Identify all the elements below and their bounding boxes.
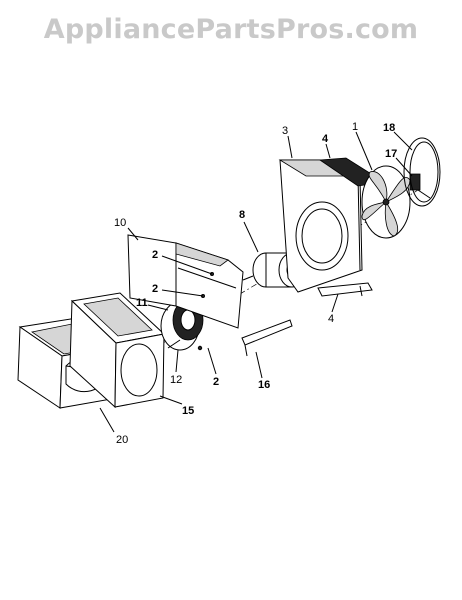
part-10-partition bbox=[127, 234, 244, 329]
part-15-front-cabinet bbox=[69, 292, 166, 409]
callout-4-upper: 4 bbox=[322, 133, 329, 145]
callout-2-upper: 2 bbox=[152, 249, 158, 261]
watermark-text: AppliancePartsPros.com bbox=[43, 14, 419, 45]
leader-lines bbox=[99, 131, 413, 433]
part-1-condenser-fan bbox=[361, 165, 411, 239]
part-4-lower-strip bbox=[317, 282, 373, 297]
callout-11: 11 bbox=[136, 297, 148, 309]
callout-labels: 3 4 1 18 17 8 10 2 2 11 4 12 2 16 15 20 bbox=[114, 121, 397, 446]
callout-20: 20 bbox=[116, 434, 128, 446]
callout-8: 8 bbox=[239, 209, 245, 221]
callout-2-lower: 2 bbox=[213, 376, 219, 388]
fasteners bbox=[197, 345, 203, 351]
callout-15: 15 bbox=[182, 405, 194, 417]
callout-17: 17 bbox=[385, 148, 397, 160]
callout-4-lower: 4 bbox=[328, 313, 334, 325]
part-18-slinger-ring bbox=[403, 137, 441, 207]
callout-2-middle: 2 bbox=[152, 283, 158, 295]
part-17-fan-clip bbox=[409, 173, 431, 199]
callout-12: 12 bbox=[170, 374, 182, 386]
part-16-bracket bbox=[241, 319, 293, 357]
callout-10: 10 bbox=[114, 217, 126, 229]
callout-16: 16 bbox=[258, 379, 270, 391]
callout-18: 18 bbox=[383, 122, 395, 134]
callout-3: 3 bbox=[282, 125, 288, 137]
callout-1: 1 bbox=[352, 121, 358, 133]
